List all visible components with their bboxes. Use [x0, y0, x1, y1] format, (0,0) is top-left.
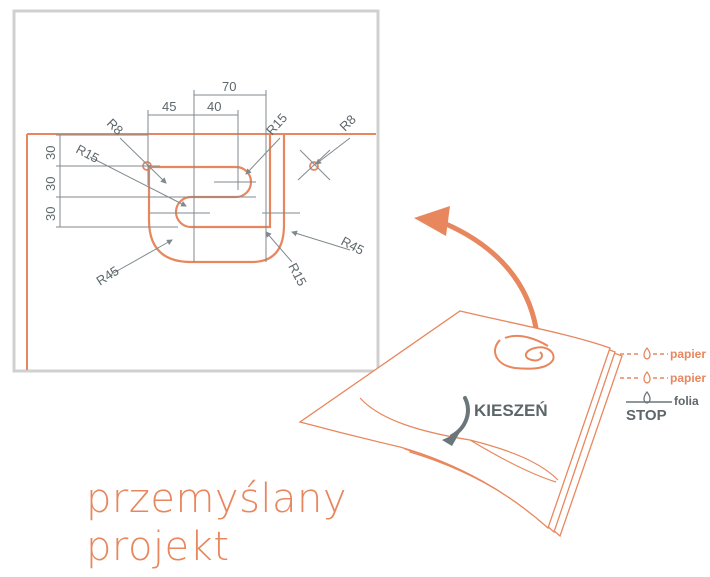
- leader-r15-bottom: [265, 231, 293, 263]
- pocket-outer-cut: [147, 134, 286, 264]
- dim-70-text: 70: [222, 79, 236, 94]
- layer-papier-2: papier: [620, 370, 706, 385]
- layer-folia: folia STOP: [626, 390, 699, 424]
- technical-drawing: 70 45 40 R8 R15 R8 R15 30 30 30 R45 R45 …: [12, 9, 380, 373]
- dim-30-text-1: 30: [43, 146, 58, 160]
- pocket-arrow: [450, 396, 470, 438]
- sheet-illustration: KIESZEŃ papier papier folia STOP: [298, 310, 706, 538]
- layer-papier-1: papier: [620, 346, 706, 361]
- layer-label-papier-1: papier: [670, 347, 706, 361]
- dim-30-text-2: 30: [43, 177, 58, 191]
- pocket-fold-line-2: [469, 439, 557, 483]
- hole-right: [309, 161, 319, 171]
- pocket-fold-line: [359, 397, 559, 481]
- layer-label-folia: folia: [674, 394, 699, 408]
- curved-arrow: [414, 206, 539, 331]
- stop-label: STOP: [626, 407, 667, 424]
- headline-line-2: projekt: [86, 524, 230, 570]
- pocket-label: KIESZEŃ: [474, 401, 548, 420]
- center-mark-v1: [299, 149, 331, 181]
- leader-r45-left: [109, 239, 173, 276]
- leader-r15-top: [245, 137, 281, 175]
- dim-40-text: 40: [207, 99, 221, 114]
- leader-r15-left: [89, 156, 187, 207]
- clip-icon: [494, 334, 555, 370]
- center-mark-v2: [297, 149, 331, 181]
- headline-line-1: przemyślany: [86, 476, 348, 522]
- pocket-arrowhead: [442, 432, 460, 446]
- leader-r45-right: [291, 230, 351, 251]
- dim-45-text: 45: [162, 99, 176, 114]
- dim-30-text-3: 30: [43, 207, 58, 221]
- drawing-frame: [12, 9, 380, 373]
- leader-r8-right: [315, 137, 351, 165]
- leader-r8-left: [119, 137, 167, 184]
- layer-label-papier-2: papier: [670, 371, 706, 385]
